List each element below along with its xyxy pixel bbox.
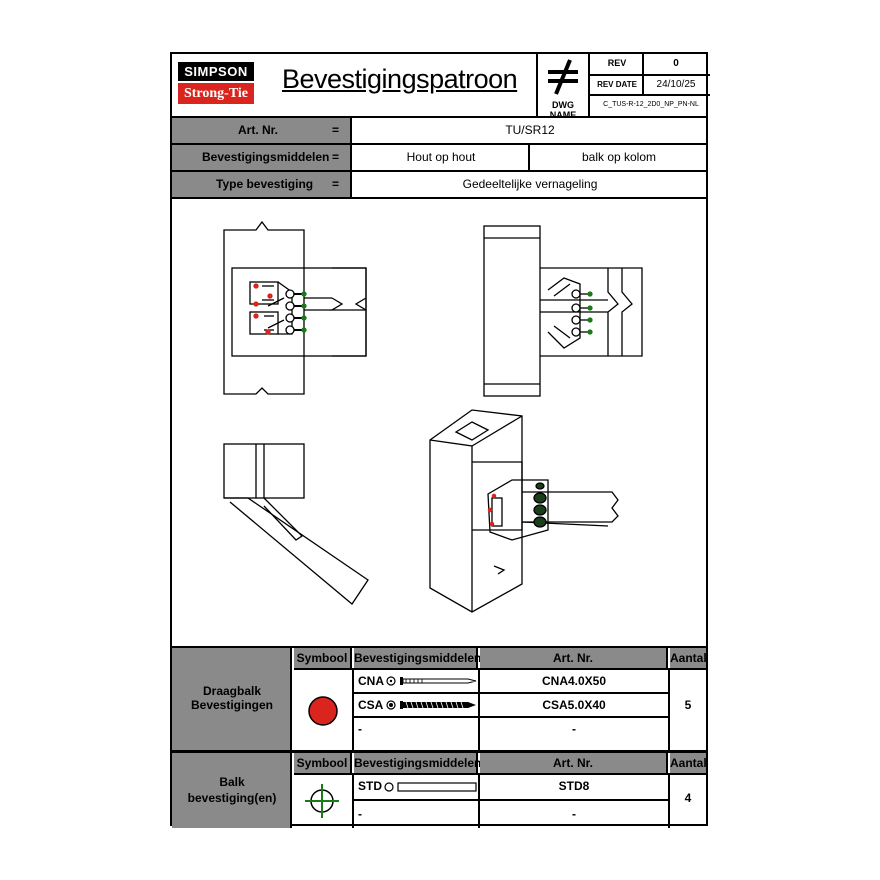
side-view-drawing: [483, 225, 643, 397]
front-view-drawing: [223, 220, 367, 395]
group-label-draagbalk: Draagbalk: [202, 684, 262, 698]
screw-icon: [386, 700, 476, 710]
dwg-name-label: DWG NAME: [549, 100, 577, 120]
drawing-sheet: SIMPSON Strong-Tie Bevestigingspatroon D…: [170, 52, 710, 828]
col-aantal-2: Aantal: [670, 753, 707, 773]
info-eq: =: [332, 177, 340, 191]
col-symbool-2: Symbool: [294, 753, 352, 773]
aantal-balk: 4: [684, 791, 692, 805]
green-crosshair-symbol-icon: [305, 784, 339, 818]
strong-tie-logo: Strong-Tie: [178, 83, 254, 104]
rev-value: 0: [673, 58, 679, 69]
info-eq: =: [332, 123, 340, 137]
info-eq: =: [332, 150, 340, 164]
col-artnr-2: Art. Nr.: [480, 753, 668, 773]
col-middelen: Bevestigingsmiddelen: [354, 648, 481, 668]
top-view-drawing: [223, 443, 369, 605]
art-std: STD8: [558, 779, 590, 793]
info-row-type: Type bevestiging = Gedeeltelijke vernage…: [172, 170, 706, 199]
col-symbool: Symbool: [294, 648, 352, 668]
group-label-balk: Balk: [219, 775, 245, 789]
not-equal-symbol-cell: DWG NAME: [538, 54, 590, 120]
not-equal-icon: [548, 59, 578, 95]
info-label-middelen: Bevestigingsmiddelen: [202, 150, 330, 164]
col-artnr: Art. Nr.: [480, 648, 668, 668]
aantal-draagbalk: 5: [684, 698, 692, 712]
group-label-bevestigingen: Bevestigingen: [190, 698, 274, 712]
art-cna: CNA4.0X50: [541, 674, 607, 688]
dwg-name-value: C_TUS-R-12_2D0_NP_PN-NL: [603, 101, 699, 108]
technical-drawings: [223, 220, 643, 613]
isometric-view-drawing: [429, 409, 619, 613]
info-label-art: Art. Nr.: [238, 123, 279, 137]
page-title: Bevestigingspatroon: [282, 64, 518, 94]
info-row-art: Art. Nr. = TU/SR12: [172, 116, 706, 143]
info-value-right: balk op kolom: [581, 150, 657, 164]
rev-date-value: 24/10/25: [656, 79, 696, 90]
balk-table: Balk bevestiging(en) Symbool Bevestiging…: [172, 750, 707, 828]
fastener-type-empty: -: [358, 722, 362, 736]
red-circle-symbol-icon: [308, 696, 338, 726]
group-label-bevestiging: bevestiging(en): [187, 791, 277, 805]
fastener-type-cna: CNA: [358, 674, 384, 688]
fastener-type-csa: CSA: [358, 698, 384, 712]
fastener-type-std: STD: [358, 779, 382, 793]
col-aantal: Aantal: [670, 648, 707, 668]
info-value-left: Hout op hout: [354, 145, 530, 170]
art-empty-2: -: [572, 807, 576, 821]
simpson-logo-top: SIMPSON: [178, 62, 254, 81]
col-middelen-2: Bevestigingsmiddelen: [354, 753, 481, 773]
dowel-icon: [384, 782, 477, 792]
art-empty: -: [572, 722, 576, 736]
info-value-type: Gedeeltelijke vernageling: [462, 177, 598, 191]
fastener-type-empty-2: -: [358, 807, 362, 821]
title-block: DWG NAME REV 0 REV DATE 24/10/25 C_TUS-R…: [536, 54, 710, 120]
draagbalk-table: Draagbalk Bevestigingen Symbool Bevestig…: [172, 646, 707, 750]
info-row-middelen: Bevestigingsmiddelen = Hout op hout balk…: [172, 143, 706, 170]
rev-label: REV: [607, 58, 627, 68]
art-csa: CSA5.0X40: [542, 698, 606, 712]
nail-icon: [386, 676, 477, 686]
rev-date-label: REV DATE: [597, 80, 637, 89]
info-value-art: TU/SR12: [505, 123, 555, 137]
info-label-type: Type bevestiging: [216, 177, 314, 191]
